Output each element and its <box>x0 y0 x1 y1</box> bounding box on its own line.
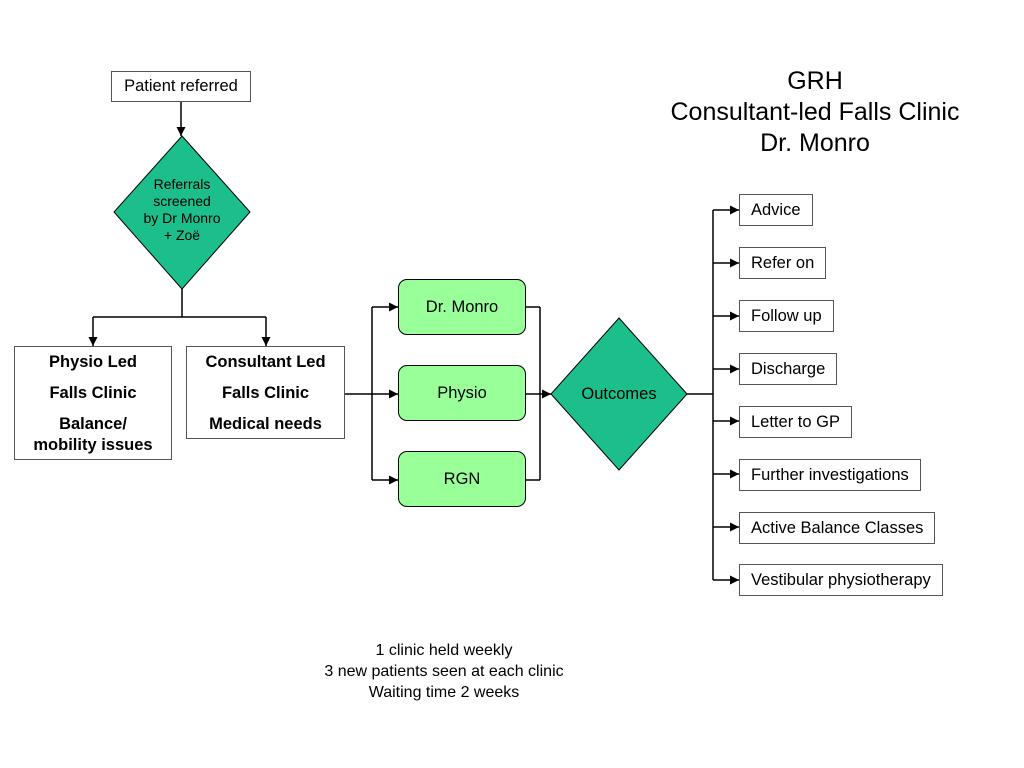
outcome-box-letter-to-gp: Letter to GP <box>739 406 852 438</box>
screening-line-1: Referrals <box>153 176 211 192</box>
screening-line-4: + Zoë <box>163 227 201 243</box>
consultant-led-clinic-box: Consultant Led Falls Clinic Medical need… <box>186 346 345 439</box>
clinic-note-3: Waiting time 2 weeks <box>368 684 520 701</box>
clinic-note-2: 3 new patients seen at each clinic <box>324 663 564 680</box>
physio-clinic-line-2: Falls Clinic <box>49 384 137 402</box>
outcome-label: Vestibular physiotherapy <box>751 571 931 589</box>
consultant-clinic-line-1: Consultant Led <box>205 353 326 371</box>
outcome-label: Letter to GP <box>751 413 840 431</box>
consultant-clinic-line-3: Medical needs <box>209 415 322 433</box>
title-line-3: Dr. Monro <box>760 129 870 157</box>
outcomes-decision-label: Outcomes <box>581 385 657 403</box>
consultant-clinic-line-2: Falls Clinic <box>221 384 310 402</box>
physio-clinic-line-1: Physio Led <box>48 353 138 371</box>
clinic-notes: 1 clinic held weekly 3 new patients seen… <box>244 640 644 703</box>
staff-box-dr-monro: Dr. Monro <box>398 279 526 335</box>
outcome-box-vestibular-physiotherapy: Vestibular physiotherapy <box>739 564 943 596</box>
screening-decision-label: Referrals screened by Dr Monro + Zoë <box>122 176 242 244</box>
outcome-label: Advice <box>751 201 801 219</box>
clinic-note-1: 1 clinic held weekly <box>375 642 513 659</box>
title-line-1: GRH <box>787 67 843 95</box>
outcome-box-further-investigations: Further investigations <box>739 459 921 491</box>
patient-referred-box: Patient referred <box>111 71 251 102</box>
outcome-label: Discharge <box>751 360 826 378</box>
staff-label-dr-monro: Dr. Monro <box>425 298 499 316</box>
outcome-box-follow-up: Follow up <box>739 300 834 332</box>
staff-box-rgn: RGN <box>398 451 526 507</box>
outcome-box-active-balance-classes: Active Balance Classes <box>739 512 936 544</box>
diagram-title: GRH Consultant-led Falls Clinic Dr. Monr… <box>640 66 990 159</box>
outcome-label: Active Balance Classes <box>751 519 924 537</box>
outcome-label: Further investigations <box>751 466 909 484</box>
outcome-label: Refer on <box>751 254 815 272</box>
outcome-box-advice: Advice <box>739 194 813 226</box>
outcome-label: Follow up <box>751 307 822 325</box>
outcomes-decision-diamond <box>550 317 688 471</box>
patient-referred-label: Patient referred <box>124 77 238 95</box>
staff-box-physio: Physio <box>398 365 526 421</box>
outcome-box-discharge: Discharge <box>739 353 838 385</box>
outcome-box-refer-on: Refer on <box>739 247 827 279</box>
staff-label-physio: Physio <box>437 384 487 402</box>
physio-clinic-line-3: Balance/ mobility issues <box>33 415 153 454</box>
screening-line-3: by Dr Monro <box>143 210 221 226</box>
staff-label-rgn: RGN <box>443 470 481 488</box>
screening-line-2: screened <box>153 193 211 209</box>
physio-led-clinic-box: Physio Led Falls Clinic Balance/ mobilit… <box>14 346 172 460</box>
title-line-2: Consultant-led Falls Clinic <box>670 98 960 126</box>
